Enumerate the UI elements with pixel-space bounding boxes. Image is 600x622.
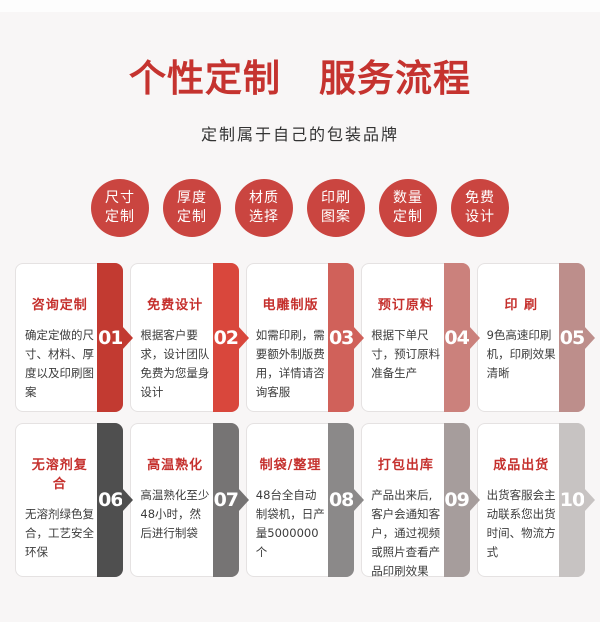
arrow-right-icon <box>584 325 595 350</box>
step-number: 08 <box>328 489 354 511</box>
feature-badge-label: 定制 <box>393 209 423 225</box>
step-card-10: 成品出货 出货客服会主动联系您出货时间、物流方式 10 <box>476 423 595 577</box>
step-description: 高温熟化至少48小时，然后进行制袋 <box>140 488 210 540</box>
feature-badge-label: 尺寸 <box>105 190 135 206</box>
feature-badge-label: 印刷 <box>321 190 351 206</box>
step-title: 预订原料 <box>377 298 434 313</box>
step-number: 04 <box>444 326 469 349</box>
step-description: 出货客服会主动联系您出货时间、物流方式 <box>486 488 556 559</box>
step-card-06: 无溶剂复合 无溶剂绿色复合，工艺安全环保 06 <box>15 423 134 577</box>
page-title: 个性定制 服务流程 <box>129 56 471 100</box>
feature-badge-thickness: 厚度 定制 <box>163 179 221 237</box>
step-card-body: 无溶剂复合 无溶剂绿色复合，工艺安全环保 <box>16 424 96 576</box>
feature-badge-quantity: 数量 定制 <box>379 179 437 237</box>
feature-badge-material: 材质 选择 <box>235 179 293 237</box>
feature-badges: 尺寸 定制 厚度 定制 材质 选择 印刷 图案 数量 定制 免费 设计 <box>0 179 600 237</box>
step-card-01: 咨询定制 确定定做的尺寸、材料、厚度以及印刷图案 01 <box>15 263 134 412</box>
step-title: 免费设计 <box>147 298 204 313</box>
arrow-right-icon <box>122 488 134 512</box>
step-band: 04 <box>443 263 470 412</box>
step-band: 09 <box>443 423 470 577</box>
feature-badge-label: 选择 <box>249 209 279 225</box>
step-band: 03 <box>328 263 354 412</box>
step-card-08: 制袋/整理 48台全自动制袋机，日产量5000000个 08 <box>245 423 365 577</box>
step-description: 产品出来后,客户会通知客户，通过视频或照片查看产品印刷效果 <box>371 488 441 578</box>
arrow-right-icon <box>468 488 480 512</box>
feature-badge-free-design: 免费 设计 <box>451 179 509 237</box>
step-card-09: 打包出库 产品出来后,客户会通知客户，通过视频或照片查看产品印刷效果 09 <box>361 423 480 578</box>
feature-badge-label: 材质 <box>249 190 279 206</box>
step-band: 01 <box>97 263 124 412</box>
top-strip <box>0 0 600 12</box>
step-title: 制袋/整理 <box>259 458 322 473</box>
step-card-body: 预订原料 根据下单尺寸，预订原料准备生产 <box>362 264 442 411</box>
step-card-body: 成品出货 出货客服会主动联系您出货时间、物流方式 <box>478 424 558 576</box>
step-title: 成品出货 <box>493 458 550 473</box>
step-title: 电雕制版 <box>262 298 319 313</box>
step-number: 03 <box>328 326 354 349</box>
arrow-right-icon <box>353 325 365 350</box>
step-band: 10 <box>559 423 585 577</box>
step-card-04: 预订原料 根据下单尺寸，预订原料准备生产 04 <box>361 263 480 412</box>
step-number: 10 <box>559 489 585 511</box>
step-description: 无溶剂绿色复合，工艺安全环保 <box>25 507 94 559</box>
step-number: 02 <box>213 326 239 349</box>
page: 个性定制 服务流程 定制属于自己的包装品牌 尺寸 定制 厚度 定制 材质 选择 … <box>0 0 600 578</box>
step-description: 如需印刷，需要额外制版费用，详情请咨询客服 <box>255 328 325 399</box>
arrow-right-icon <box>353 488 365 512</box>
step-card-body: 打包出库 产品出来后,客户会通知客户，通过视频或照片查看产品印刷效果 <box>362 424 442 578</box>
step-number: 09 <box>444 489 469 511</box>
step-band: 06 <box>97 423 124 577</box>
steps-row-2: 无溶剂复合 无溶剂绿色复合，工艺安全环保 06 高温熟化 高温熟化至少48小时，… <box>15 423 595 578</box>
step-card-05: 印 刷 9色高速印刷机，印刷效果清晰 05 <box>476 263 595 412</box>
step-band: 07 <box>212 423 239 577</box>
step-title: 高温熟化 <box>147 458 204 473</box>
arrow-right-icon <box>122 325 134 350</box>
steps-row-1: 咨询定制 确定定做的尺寸、材料、厚度以及印刷图案 01 免费设计 根据客户要求，… <box>15 263 595 412</box>
step-card-body: 电雕制版 如需印刷，需要额外制版费用，详情请咨询客服 <box>247 264 327 411</box>
arrow-right-icon <box>237 325 249 350</box>
step-band: 02 <box>212 263 239 412</box>
feature-badge-print-pattern: 印刷 图案 <box>307 179 365 237</box>
step-description: 9色高速印刷机，印刷效果清晰 <box>486 328 556 380</box>
step-card-body: 制袋/整理 48台全自动制袋机，日产量5000000个 <box>247 424 327 576</box>
feature-badge-label: 设计 <box>465 209 495 225</box>
feature-badge-label: 厚度 <box>177 190 207 206</box>
step-number: 01 <box>98 326 123 349</box>
page-subtitle: 定制属于自己的包装品牌 <box>200 125 399 144</box>
step-band: 08 <box>328 423 354 577</box>
feature-badge-label: 定制 <box>177 209 207 225</box>
step-number: 05 <box>559 326 585 349</box>
feature-badge-label: 数量 <box>393 190 423 206</box>
step-title: 咨询定制 <box>31 298 88 313</box>
step-title: 印 刷 <box>504 298 539 313</box>
arrow-right-icon <box>468 325 480 350</box>
step-card-body: 咨询定制 确定定做的尺寸、材料、厚度以及印刷图案 <box>16 264 96 411</box>
arrow-right-icon <box>237 488 249 512</box>
step-card-07: 高温熟化 高温熟化至少48小时，然后进行制袋 07 <box>130 423 249 577</box>
step-number: 07 <box>213 489 239 511</box>
step-number: 06 <box>98 489 123 511</box>
step-description: 根据下单尺寸，预订原料准备生产 <box>371 328 441 380</box>
step-description: 根据客户要求，设计团队免费为您量身设计 <box>140 328 210 399</box>
step-title: 打包出库 <box>377 458 434 473</box>
arrow-right-icon <box>584 488 595 512</box>
step-card-02: 免费设计 根据客户要求，设计团队免费为您量身设计 02 <box>130 263 249 412</box>
step-description: 48台全自动制袋机，日产量5000000个 <box>255 488 325 559</box>
feature-badge-label: 免费 <box>465 190 495 206</box>
step-title: 无溶剂复合 <box>31 458 88 492</box>
step-description: 确定定做的尺寸、材料、厚度以及印刷图案 <box>25 328 94 399</box>
step-band: 05 <box>559 263 585 412</box>
step-card-body: 高温熟化 高温熟化至少48小时，然后进行制袋 <box>131 424 211 576</box>
feature-badge-label: 定制 <box>105 209 135 225</box>
feature-badge-label: 图案 <box>321 209 351 225</box>
step-card-03: 电雕制版 如需印刷，需要额外制版费用，详情请咨询客服 03 <box>245 263 365 412</box>
process-steps: 咨询定制 确定定做的尺寸、材料、厚度以及印刷图案 01 免费设计 根据客户要求，… <box>15 263 595 578</box>
step-card-body: 印 刷 9色高速印刷机，印刷效果清晰 <box>478 264 558 411</box>
feature-badge-size: 尺寸 定制 <box>91 179 149 237</box>
step-card-body: 免费设计 根据客户要求，设计团队免费为您量身设计 <box>131 264 211 411</box>
